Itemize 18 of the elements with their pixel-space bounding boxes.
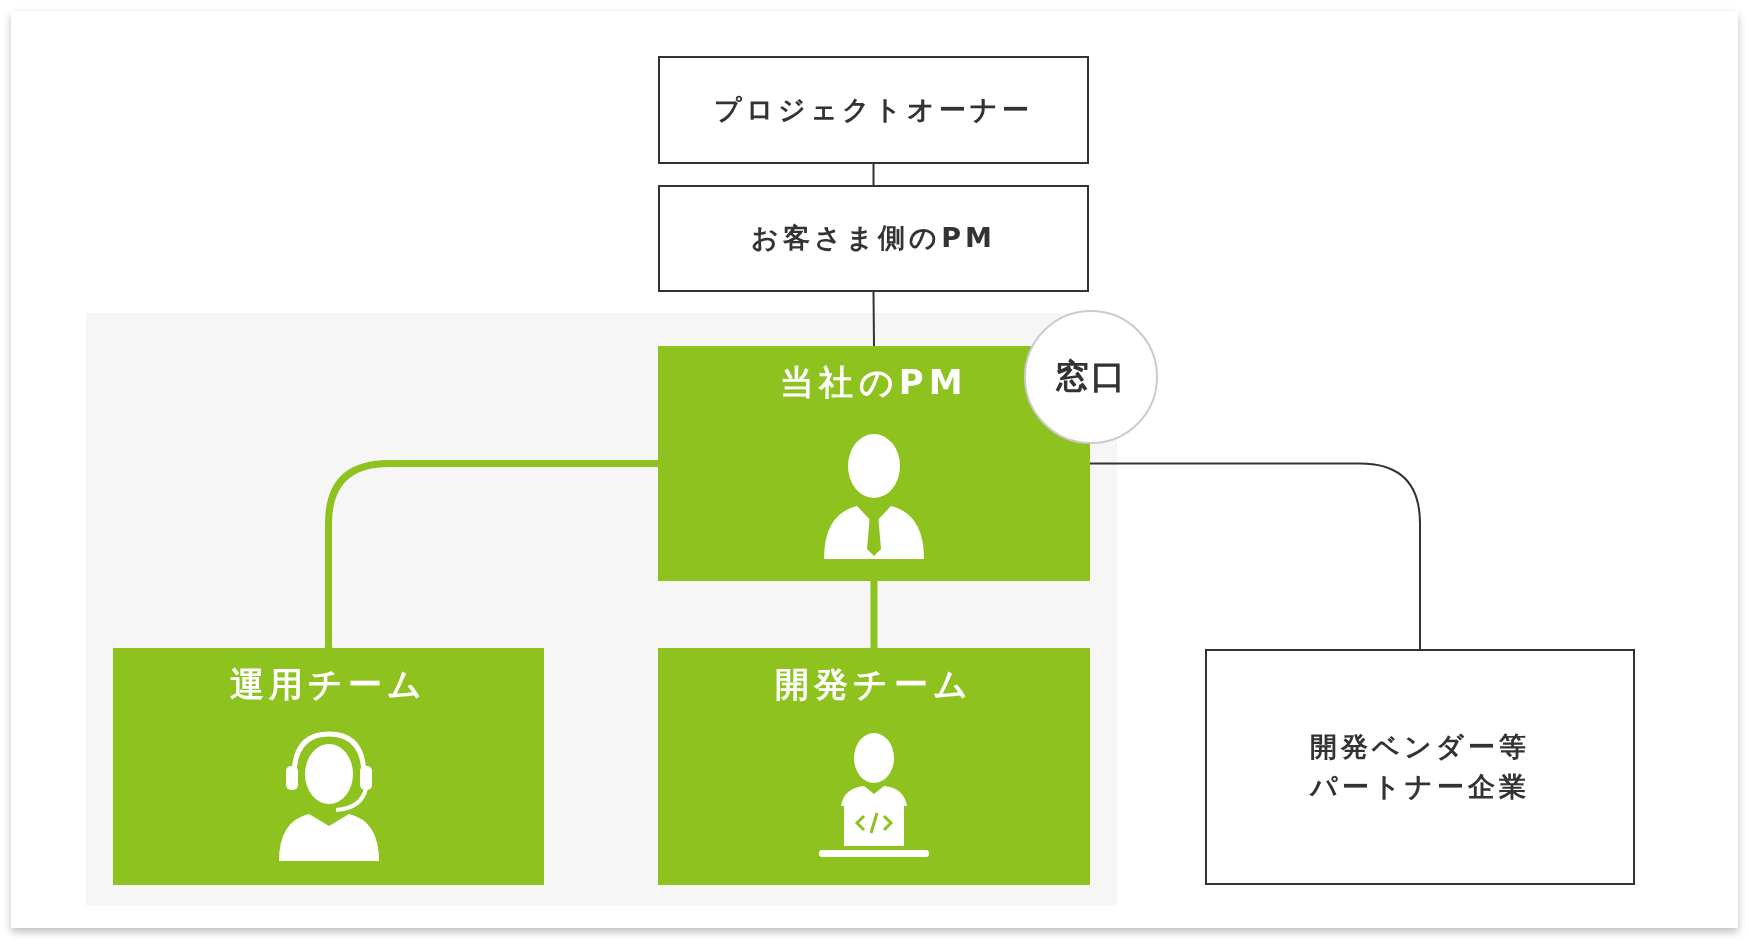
connector-line: [325, 460, 658, 648]
title-box: [658, 56, 1089, 164]
node-label: プロジェクトオーナー: [714, 92, 1033, 127]
connector-line: [872, 163, 875, 186]
role-box: [658, 346, 1090, 581]
node-label: 運用チーム: [229, 663, 428, 706]
team-box: [658, 648, 1090, 885]
team-box: [113, 648, 544, 885]
node-label: お客さま側のPM: [750, 221, 997, 256]
connector-line: [1089, 462, 1421, 650]
node-label: 当社のPM: [780, 361, 968, 404]
node-label: 窓口: [1055, 355, 1127, 398]
connector-line: [872, 291, 875, 347]
role-box: [658, 185, 1089, 292]
node-label: 開発チーム: [775, 663, 973, 706]
node-label: 開発ベンダー等パートナー企業: [1308, 729, 1532, 804]
connector-line: [870, 581, 878, 648]
partner-box: [1205, 649, 1635, 885]
